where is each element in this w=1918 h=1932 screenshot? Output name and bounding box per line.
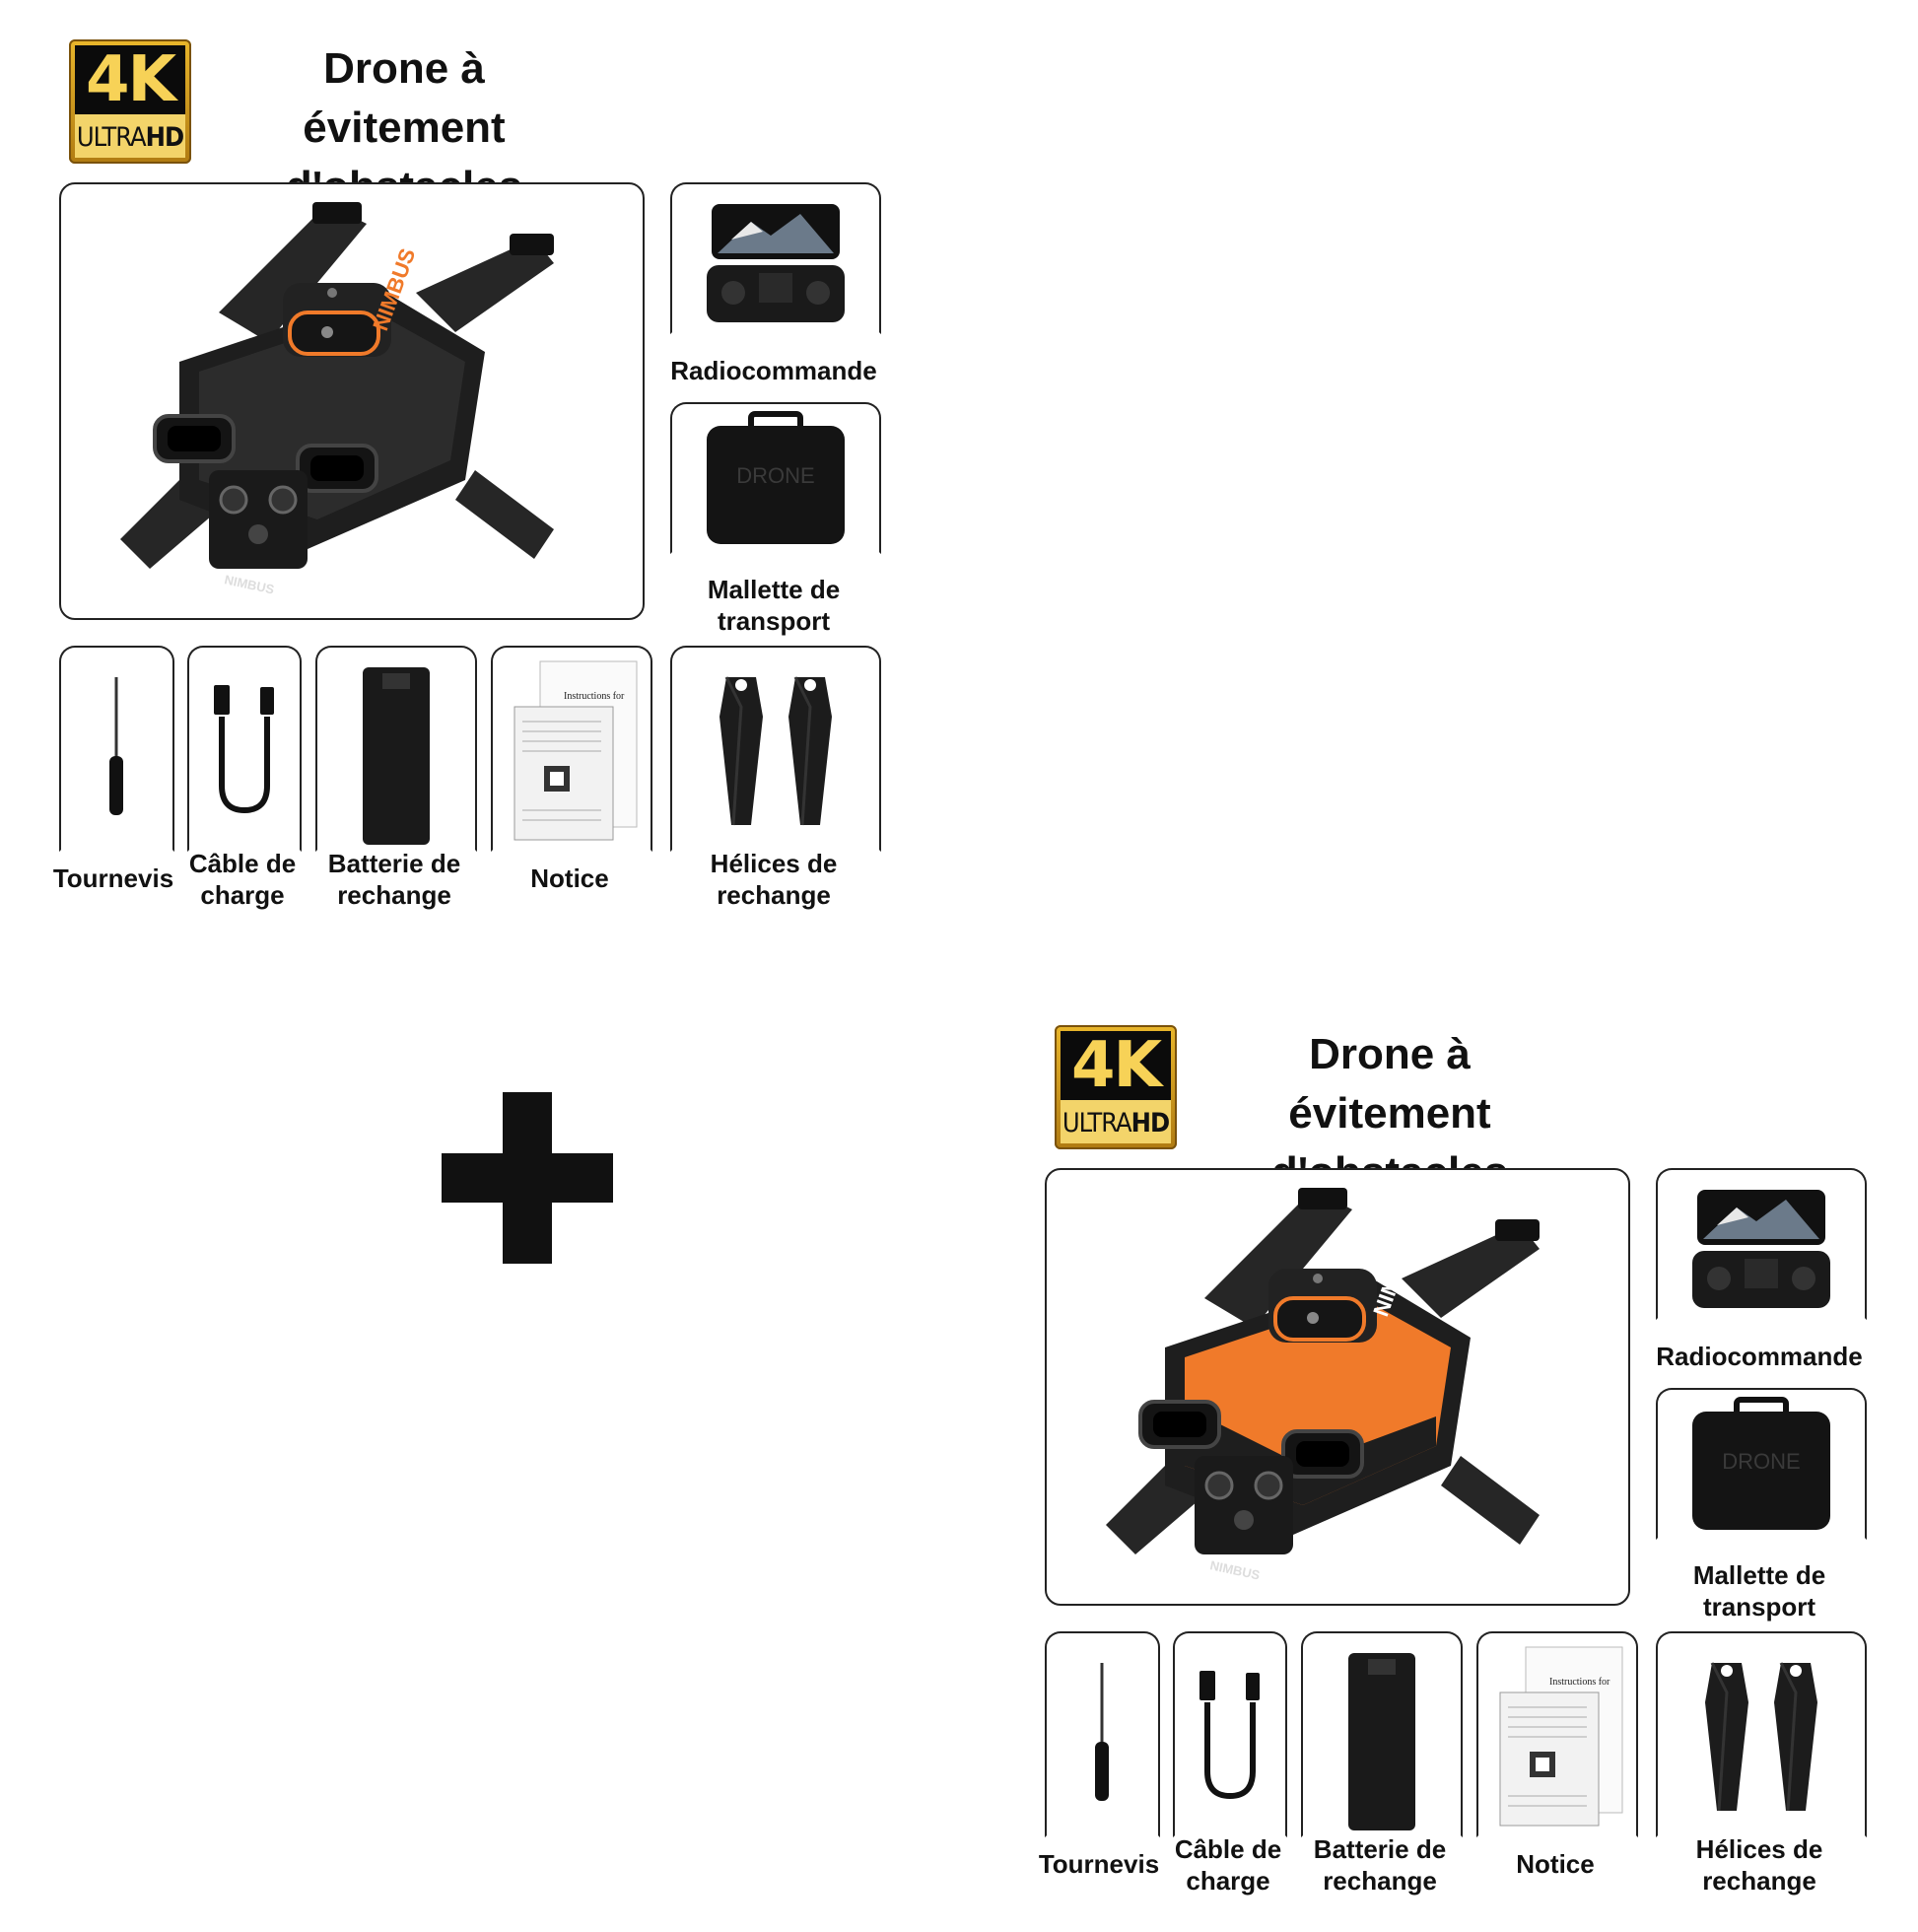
case-logo-text: DRONE [1722,1449,1800,1474]
screwdriver-label: Tournevis [52,863,174,893]
remote-control-icon [707,204,845,322]
manual-box: Instructions for [491,646,652,852]
carrying-case-icon: DRONE [707,411,845,544]
screwdriver-label: Tournevis [1038,1849,1160,1879]
camera-pod [283,283,391,357]
propellers-box [1656,1631,1867,1837]
camera-pod [1268,1269,1377,1343]
drone-brand-label-bottom: NIMBUS [223,572,276,596]
manual-label: Notice [1516,1849,1595,1879]
bottom-camera [1195,1456,1293,1554]
plus-icon [442,1092,613,1264]
screwdriver-icon [1095,1663,1109,1801]
carrying-case-icon: DRONE [1692,1397,1830,1530]
badge-4k-text: 4K [75,45,185,114]
battery-icon [363,667,430,845]
case-box: DRONE [1656,1388,1867,1540]
drone-arms [120,204,554,569]
badge-ultrahd-text: ULTRAHD [1062,1108,1170,1138]
usb-cable-icon [1199,1671,1260,1800]
screwdriver-icon [109,677,123,815]
manual-box: Instructions for [1476,1631,1638,1837]
drone-black-image: NIMBUS NIMBUS [120,202,554,597]
product-panel-black: 4K ULTRAHD Drone à évitement d'obstacles [30,30,917,946]
case-logo-text: DRONE [736,463,814,488]
manual-heading-text: Instructions for [1549,1677,1610,1688]
screwdriver-box [59,646,174,852]
propellers-box [670,646,881,852]
usb-cable-icon [214,685,274,814]
remote-control-icon [1692,1190,1830,1308]
badge-4k-text: 4K [1061,1031,1171,1100]
manual-heading-text: Instructions for [564,691,625,702]
manual-icon: Instructions for [1499,1646,1623,1827]
cable-box [1173,1631,1287,1837]
drone-image-box: NIMBUS NIMBUS [59,182,645,620]
drone-image-box: NIMBUS NIMBUS [1045,1168,1630,1606]
remote-label: Radiocommande [1656,1342,1863,1371]
screwdriver-box [1045,1631,1160,1837]
manual-icon: Instructions for [514,660,638,841]
4k-ultrahd-badge: 4K ULTRAHD [69,39,191,164]
product-panel-orange: 4K ULTRAHD Drone à évitement d'obstacles [1015,1015,1902,1932]
cable-box [187,646,302,852]
remote-label: Radiocommande [670,356,877,385]
obstacle-sensors [153,414,378,493]
propellers-icon [1705,1662,1817,1812]
remote-box [670,182,881,334]
bottom-camera [209,470,308,569]
drone-brand-label-bottom: NIMBUS [1208,1557,1262,1582]
battery-box [1301,1631,1463,1837]
battery-box [315,646,477,852]
propellers-icon [719,676,832,826]
battery-icon [1348,1653,1415,1830]
drone-orange-image: NIMBUS NIMBUS [1106,1188,1540,1583]
4k-ultrahd-badge: 4K ULTRAHD [1055,1025,1177,1149]
badge-ultrahd-text: ULTRAHD [76,122,184,153]
manual-label: Notice [530,863,609,893]
obstacle-sensors [1138,1400,1364,1479]
case-box: DRONE [670,402,881,554]
remote-box [1656,1168,1867,1320]
